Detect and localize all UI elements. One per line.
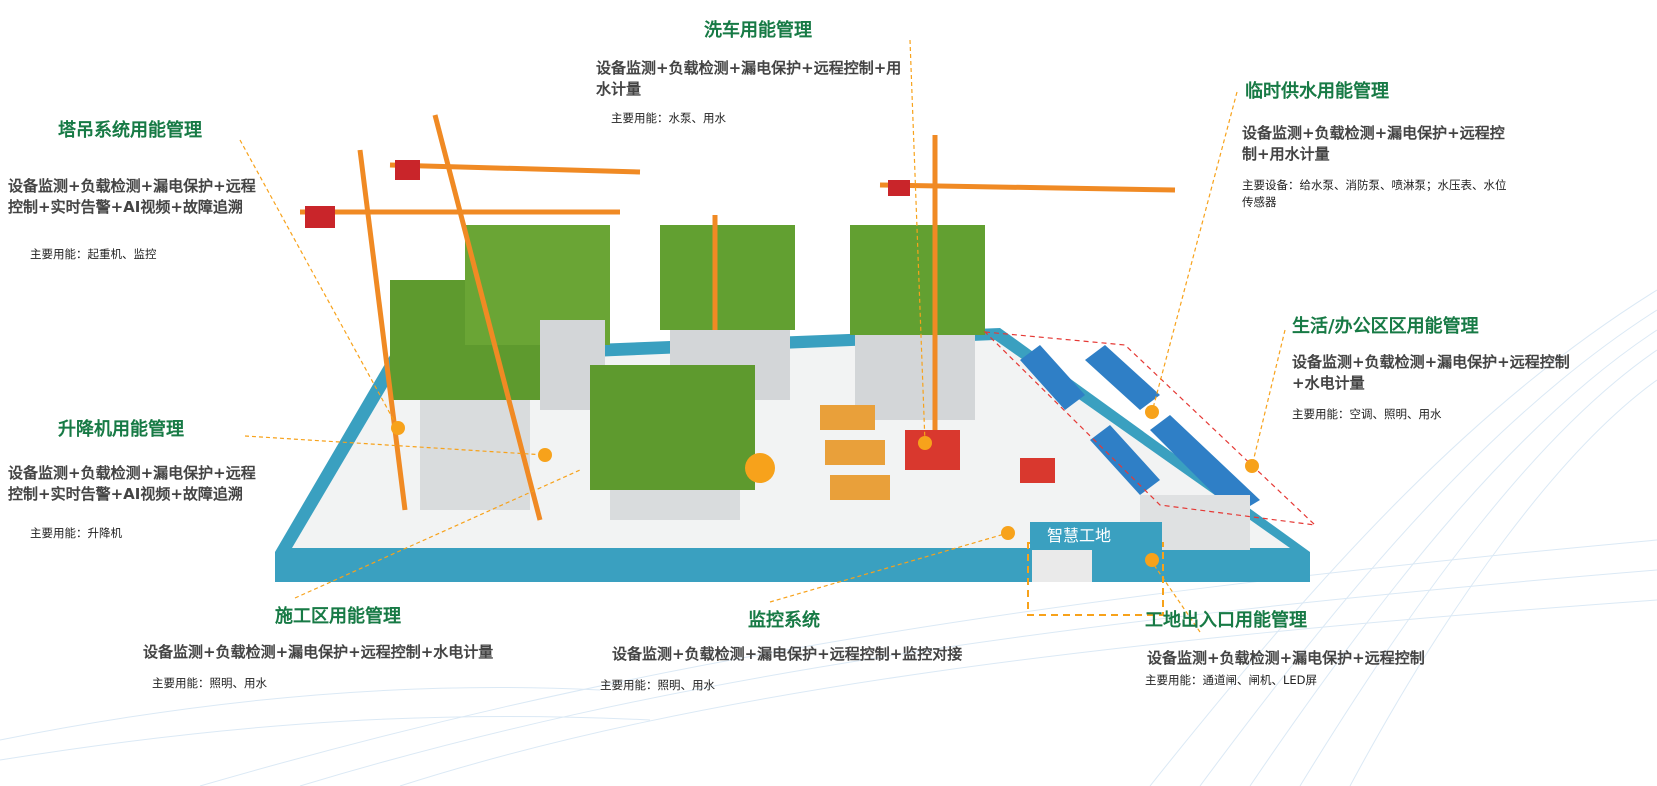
section-temp-water: 临时供水用能管理 设备监测+负载检测+漏电保护+远程控制+用水计量 主要设备：给… xyxy=(1242,77,1517,211)
section-title: 升降机用能管理 xyxy=(58,419,184,440)
section-title: 临时供水用能管理 xyxy=(1245,81,1389,102)
trucks xyxy=(820,405,1055,500)
section-usage: 主要用能：水泵、用水 xyxy=(611,111,726,125)
section-desc: 设备监测+负载检测+漏电保护+远程控制+监控对接 xyxy=(612,645,963,663)
section-title: 监控系统 xyxy=(748,610,820,631)
section-desc: 设备监测+负载检测+漏电保护+远程控制+实时告警+AI视频+故障追溯 xyxy=(8,464,256,503)
section-title: 洗车用能管理 xyxy=(704,20,812,41)
building-right xyxy=(850,225,985,420)
building-center xyxy=(590,225,795,520)
section-usage: 主要用能：空调、照明、用水 xyxy=(1292,407,1442,421)
gate-sign: 智慧工地 xyxy=(1047,526,1112,545)
section-entrance: 工地出入口用能管理 设备监测+负载检测+漏电保护+远程控制 主要用能：通道闸、闸… xyxy=(1145,606,1505,689)
section-desc: 设备监测+负载检测+漏电保护+远程控制+用水计量 xyxy=(596,59,902,98)
section-usage: 主要用能：升降机 xyxy=(30,526,122,540)
section-desc: 设备监测+负载检测+漏电保护+远程控制+用水计量 xyxy=(1242,124,1505,163)
section-title: 工地出入口用能管理 xyxy=(1145,610,1307,631)
section-desc: 设备监测+负载检测+漏电保护+远程控制+实时告警+AI视频+故障追溯 xyxy=(8,177,256,216)
crane-counterweights xyxy=(305,160,910,228)
section-title: 生活/办公区区用能管理 xyxy=(1292,316,1479,337)
tower-cranes xyxy=(300,114,1176,521)
section-desc: 设备监测+负载检测+漏电保护+远程控制 xyxy=(1147,649,1425,667)
section-usage: 主要用能：通道闸、闸机、LED屏 xyxy=(1145,673,1318,687)
section-monitoring: 监控系统 设备监测+负载检测+漏电保护+远程控制+监控对接 主要用能：照明、用水 xyxy=(600,606,1040,694)
hotspot-markers xyxy=(391,405,1259,567)
section-desc: 设备监测+负载检测+漏电保护+远程控制+水电计量 xyxy=(1292,353,1570,392)
section-construction: 施工区用能管理 设备监测+负载检测+漏电保护+远程控制+水电计量 主要用能：照明… xyxy=(143,602,563,692)
section-tower-crane: 塔吊系统用能管理 设备监测+负载检测+漏电保护+远程控制+实时告警+AI视频+故… xyxy=(8,116,270,263)
section-title: 塔吊系统用能管理 xyxy=(58,120,202,141)
section-title: 施工区用能管理 xyxy=(275,606,401,627)
section-usage: 主要设备：给水泵、消防泵、喷淋泵；水压表、水位传感器 xyxy=(1242,178,1507,209)
section-elevator: 升降机用能管理 设备监测+负载检测+漏电保护+远程控制+实时告警+AI视频+故障… xyxy=(8,415,270,542)
section-desc: 设备监测+负载检测+漏电保护+远程控制+水电计量 xyxy=(143,643,494,661)
section-living-office: 生活/办公区区用能管理 设备监测+负载检测+漏电保护+远程控制+水电计量 主要用… xyxy=(1292,312,1572,423)
section-car-wash: 洗车用能管理 设备监测+负载检测+漏电保护+远程控制+用水计量 主要用能：水泵、… xyxy=(596,16,906,127)
leader-lines xyxy=(239,39,1286,633)
section-usage: 主要用能：照明、用水 xyxy=(600,678,715,692)
section-usage: 主要用能：起重机、监控 xyxy=(30,247,157,261)
section-usage: 主要用能：照明、用水 xyxy=(152,676,267,690)
living-area-outline xyxy=(983,331,1317,526)
